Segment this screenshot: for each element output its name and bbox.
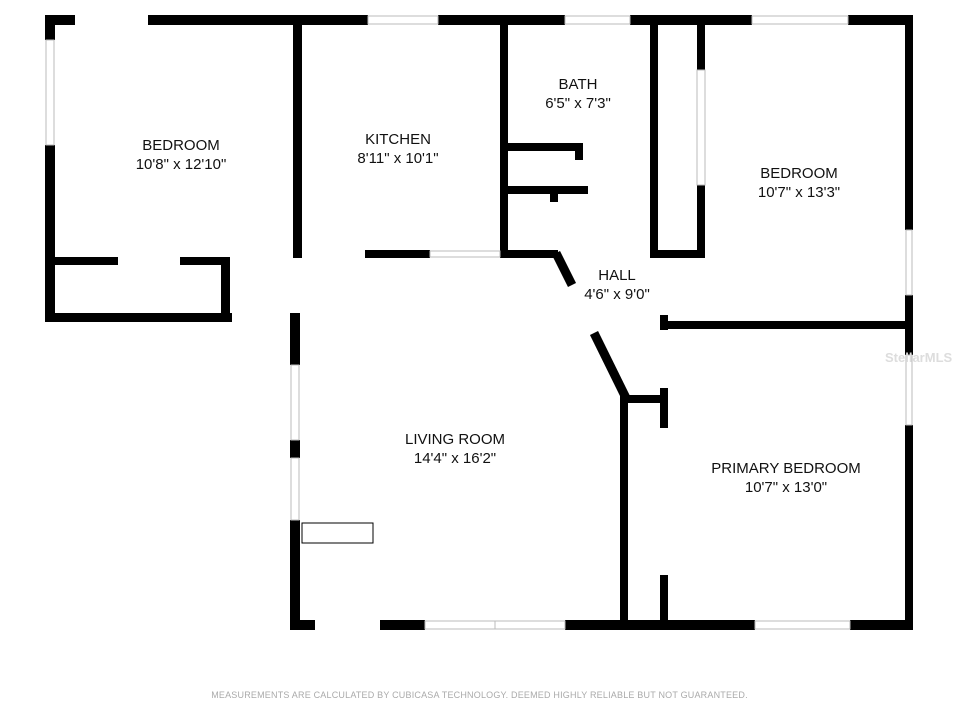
windows xyxy=(45,15,913,630)
room-size: 8'11" x 10'1" xyxy=(357,150,439,167)
room-name: BATH xyxy=(558,76,598,93)
room-size: 10'8" x 12'10" xyxy=(135,156,227,173)
room-bath: BATH 6'5" x 7'3" xyxy=(545,75,611,113)
footer-disclaimer: MEASUREMENTS ARE CALCULATED BY CUBICASA … xyxy=(211,690,748,700)
room-size: 4'6" x 9'0" xyxy=(584,286,650,303)
room-name: HALL xyxy=(598,267,636,284)
room-bedroom-1: BEDROOM 10'8" x 12'10" xyxy=(136,136,227,174)
room-size: 6'5" x 7'3" xyxy=(545,95,611,112)
room-hall: HALL 4'6" x 9'0" xyxy=(584,266,650,304)
room-bedroom-2: BEDROOM 10'7" x 13'3" xyxy=(758,164,840,202)
room-size: 14'4" x 16'2" xyxy=(413,450,497,467)
room-name: KITCHEN xyxy=(365,131,431,148)
room-name: LIVING ROOM xyxy=(404,431,506,448)
fireplace xyxy=(301,522,374,544)
room-name: BEDROOM xyxy=(760,165,838,182)
room-living-room: LIVING ROOM 14'4" x 16'2" xyxy=(405,430,505,468)
watermark: StellarMLS xyxy=(885,350,953,365)
room-name: BEDROOM xyxy=(142,137,220,154)
room-size: 10'7" x 13'0" xyxy=(744,479,828,496)
walls xyxy=(45,15,913,630)
room-primary-bedroom: PRIMARY BEDROOM 10'7" x 13'0" xyxy=(711,459,860,497)
room-kitchen: KITCHEN 8'11" x 10'1" xyxy=(357,130,438,168)
room-size: 10'7" x 13'3" xyxy=(757,184,841,201)
room-name: PRIMARY BEDROOM xyxy=(711,460,861,477)
diagonal-walls xyxy=(551,250,631,400)
